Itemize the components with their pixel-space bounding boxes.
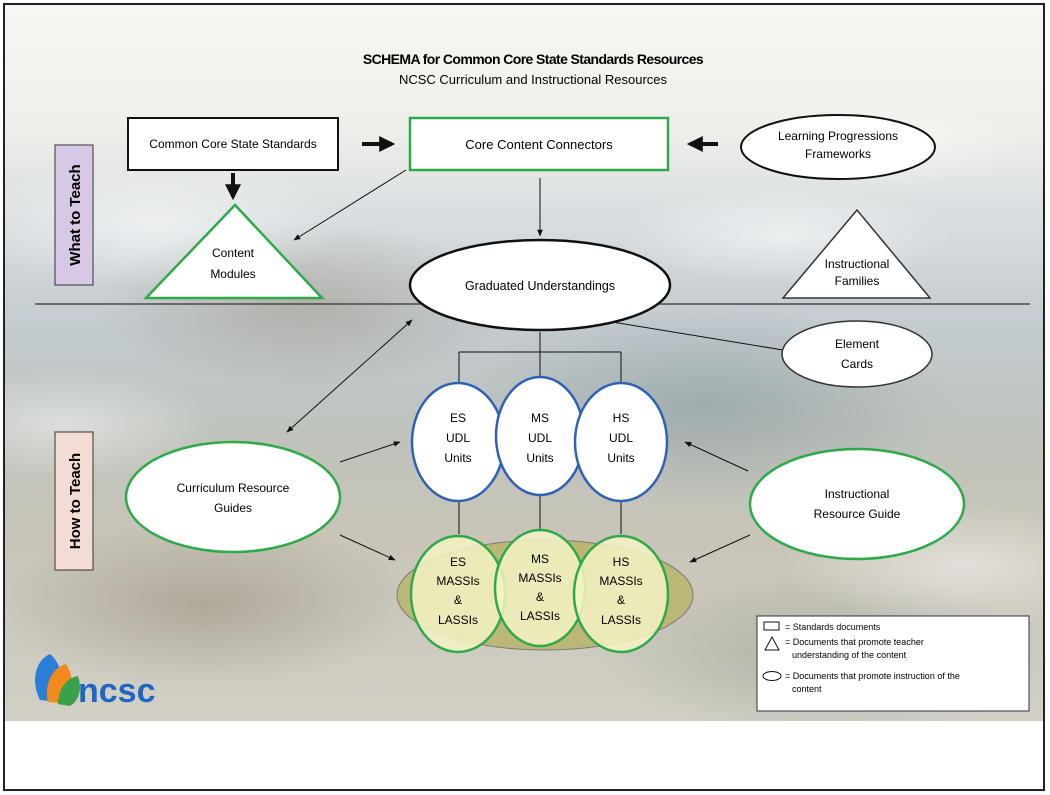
crg-label-2: Guides — [214, 501, 252, 515]
node-ccss: Common Core State Standards — [127, 117, 339, 171]
arrow-ccc-to-modules — [293, 169, 407, 241]
legend-ellipse-symbol — [762, 671, 782, 681]
ms-udl-line-2: UDL — [528, 431, 552, 445]
what-to-teach-label: What to Teach — [54, 144, 94, 286]
instructional-families-label-1: Instructional — [825, 257, 890, 271]
logo-leaf-green — [58, 676, 80, 706]
node-es-massis: ES MASSIs & LASSIs — [409, 534, 507, 654]
es-massi-line-4: LASSIs — [438, 613, 478, 627]
es-udl-line-3: Units — [444, 451, 471, 465]
element-cards-label-2: Cards — [841, 357, 873, 371]
how-to-teach-text: How to Teach — [67, 453, 84, 549]
legend-ellipse-text-2: content — [792, 684, 822, 694]
lpf-label-2: Frameworks — [805, 147, 871, 161]
node-instructional-resource-guide: Instructional Resource Guide — [748, 447, 966, 561]
node-instructional-families: Instructional Families — [781, 208, 932, 299]
crg-label-1: Curriculum Resource — [177, 481, 290, 495]
irg-label-2: Resource Guide — [814, 507, 901, 521]
node-element-cards: Element Cards — [781, 320, 933, 388]
ms-massi-line-2: MASSIs — [518, 571, 561, 585]
ccss-label: Common Core State Standards — [149, 137, 316, 151]
node-ms-massis: MS MASSIs & LASSIs — [493, 528, 587, 648]
diagram-title: SCHEMA for Common Core State Standards R… — [363, 51, 704, 67]
node-curriculum-resource-guides: Curriculum Resource Guides — [124, 440, 342, 554]
es-udl-line-2: UDL — [446, 431, 470, 445]
irg-label-1: Instructional — [825, 487, 890, 501]
ccc-label: Core Content Connectors — [465, 137, 613, 152]
node-content-modules: Content Modules — [143, 203, 325, 300]
legend-triangle-symbol — [764, 635, 780, 651]
ms-massi-line-4: LASSIs — [520, 609, 560, 623]
hs-massi-line-2: MASSIs — [599, 574, 642, 588]
legend-ellipse-text-1: = Documents that promote instruction of … — [785, 671, 960, 681]
bold-arrows — [225, 136, 718, 201]
arrow-crg-to-massi — [339, 534, 396, 561]
legend-rect-text: = Standards documents — [785, 622, 881, 632]
connectors — [286, 169, 784, 563]
ms-massi-line-3: & — [536, 590, 544, 604]
content-modules-label-1: Content — [212, 246, 255, 260]
ncsc-logo: ncsc — [35, 654, 156, 710]
ncsc-logo-text: ncsc — [78, 672, 156, 710]
arrow-graduated-crg — [286, 319, 413, 433]
ms-udl-line-1: MS — [531, 411, 549, 425]
node-hs-udl-units: HS UDL Units — [573, 381, 669, 503]
arrow-irg-to-massi — [689, 534, 751, 563]
hs-massi-line-1: HS — [613, 555, 630, 569]
node-es-udl-units: ES UDL Units — [410, 381, 506, 503]
hs-massi-line-3: & — [617, 593, 625, 607]
legend-triangle-text-2: understanding of the content — [792, 650, 907, 660]
element-cards-label-1: Element — [835, 337, 880, 351]
legend-rect-symbol — [763, 621, 780, 631]
ms-udl-line-3: Units — [526, 451, 553, 465]
graduated-label: Graduated Understandings — [465, 279, 615, 293]
lpf-label-1: Learning Progressions — [778, 129, 898, 143]
node-learning-progressions: Learning Progressions Frameworks — [740, 114, 936, 180]
line-graduated-elementcards — [611, 321, 784, 351]
hs-udl-line-1: HS — [613, 411, 630, 425]
content-modules-label-2: Modules — [210, 267, 255, 281]
node-hs-massis: HS MASSIs & LASSIs — [572, 534, 670, 654]
slide-frame — [3, 3, 1045, 791]
hs-massi-line-4: LASSIs — [601, 613, 641, 627]
es-udl-line-1: ES — [450, 411, 466, 425]
node-core-content-connectors: Core Content Connectors — [408, 116, 670, 172]
arrow-irg-to-udl — [684, 441, 749, 472]
how-to-teach-label: How to Teach — [54, 431, 94, 571]
arrow-crg-to-udl — [339, 441, 401, 463]
hs-udl-line-3: Units — [607, 451, 634, 465]
legend-triangle-text-1: = Documents that promote teacher — [785, 637, 924, 647]
es-massi-line-2: MASSIs — [436, 574, 479, 588]
node-graduated-understandings: Graduated Understandings — [408, 238, 672, 332]
es-massi-line-1: ES — [450, 555, 466, 569]
instructional-families-label-2: Families — [835, 274, 880, 288]
hs-udl-line-2: UDL — [609, 431, 633, 445]
legend: = Standards documents = Documents that p… — [756, 615, 1030, 712]
what-to-teach-text: What to Teach — [67, 164, 84, 265]
ms-massi-line-1: MS — [531, 552, 549, 566]
title-block: SCHEMA for Common Core State Standards R… — [363, 51, 705, 87]
diagram-subtitle: NCSC Curriculum and Instructional Resour… — [399, 72, 668, 87]
node-ms-udl-units: MS UDL Units — [494, 375, 586, 497]
es-massi-line-3: & — [454, 593, 462, 607]
